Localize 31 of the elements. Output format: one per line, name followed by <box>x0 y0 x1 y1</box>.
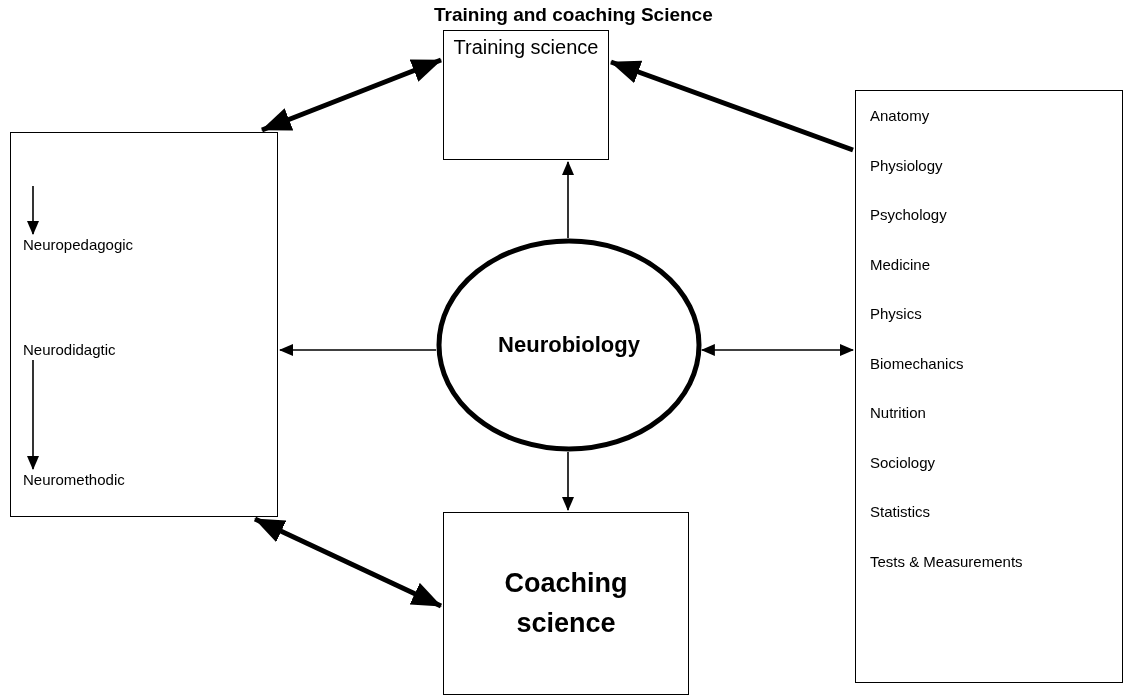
node-label: Neuropedagogic <box>23 236 134 253</box>
node-label: Neuromethodic <box>23 471 125 488</box>
arrow <box>610 59 854 153</box>
node-label: Neurodidagtic <box>23 341 116 358</box>
box-label: Coaching science <box>503 567 629 640</box>
process-box <box>443 512 689 695</box>
node-label: Neurobiology <box>498 332 640 358</box>
arrow <box>562 161 574 239</box>
list-item: Psychology <box>870 206 947 223</box>
arrow <box>562 451 574 511</box>
process-box <box>10 132 278 517</box>
list-item: Statistics <box>870 503 930 520</box>
arrow <box>700 344 854 356</box>
process-box <box>443 30 609 160</box>
list-item: Tests & Measurements <box>870 552 1023 570</box>
list-item: Medicine <box>870 255 931 273</box>
list-item: Sociology <box>870 453 936 471</box>
list-item: Anatomy <box>870 107 930 124</box>
process-box <box>855 90 1123 683</box>
list-item: Physiology <box>870 156 943 174</box>
arrow <box>261 57 442 133</box>
arrow <box>253 516 443 609</box>
arrow <box>279 344 437 356</box>
list-item: Physics <box>870 305 922 322</box>
arrow <box>27 359 39 470</box>
ellipse-node <box>436 238 702 452</box>
list-item: Nutrition <box>870 404 926 421</box>
list-item: Biomechanics <box>870 354 964 372</box>
arrow <box>27 185 39 235</box>
box-label: Training science <box>453 35 599 60</box>
title: Training and coaching Science <box>434 4 713 26</box>
